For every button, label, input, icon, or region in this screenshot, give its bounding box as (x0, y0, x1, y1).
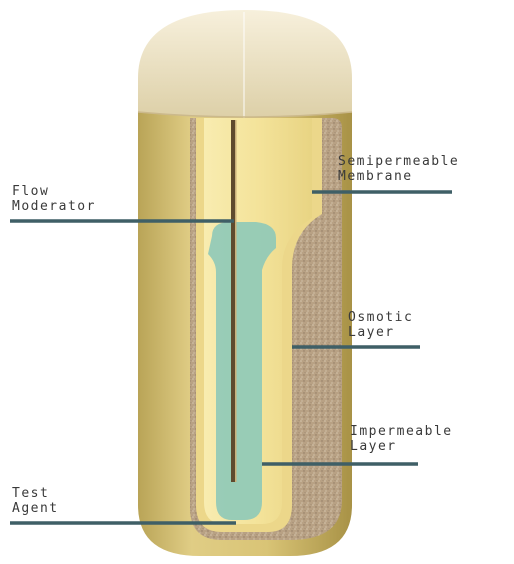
label-semipermeable-line2: Membrane (338, 169, 459, 184)
label-impermeable-layer: Impermeable Layer (350, 424, 453, 454)
flow-moderator-tube (231, 120, 235, 482)
label-flow-line2: Moderator (12, 199, 96, 214)
label-test-line1: Test (12, 486, 59, 501)
label-test-agent: Test Agent (12, 486, 59, 516)
label-semipermeable-line1: Semipermeable (338, 154, 459, 169)
label-flow-line1: Flow (12, 184, 96, 199)
label-osmotic-line2: Layer (348, 325, 413, 340)
cap (138, 10, 352, 117)
label-impermeable-line2: Layer (350, 439, 453, 454)
label-flow-moderator: Flow Moderator (12, 184, 96, 214)
label-osmotic-line1: Osmotic (348, 310, 413, 325)
flow-moderator-highlight (235, 120, 237, 482)
label-impermeable-line1: Impermeable (350, 424, 453, 439)
label-osmotic-layer: Osmotic Layer (348, 310, 413, 340)
label-semipermeable-membrane: Semipermeable Membrane (338, 154, 459, 184)
label-test-line2: Agent (12, 501, 59, 516)
